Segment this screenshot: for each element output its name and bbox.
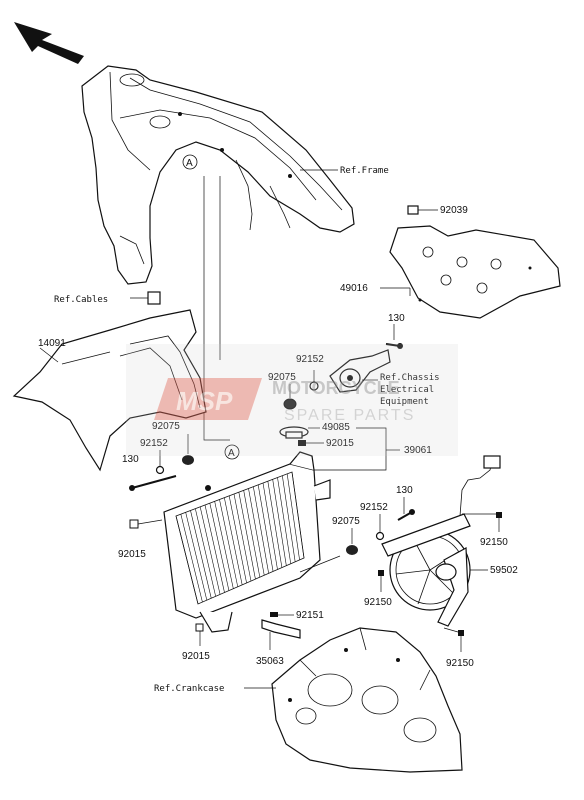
watermark-brand-line2: SPARE PARTS [284, 407, 415, 424]
radiator-fin [209, 503, 230, 591]
ref-frame-label: Ref.Frame [340, 166, 389, 176]
marker-a-top-text: A [186, 158, 193, 169]
radiator-fin [195, 508, 216, 597]
radiator-fin [272, 479, 287, 566]
part-130-right-label: 130 [396, 485, 413, 496]
radiator-fin [286, 473, 300, 560]
grommet-92075-top [283, 384, 297, 410]
radiator-fin [253, 486, 269, 574]
radiator-fin [224, 497, 243, 585]
radiator-fin [262, 482, 278, 570]
radiator-fin [185, 512, 208, 601]
clip-92015-left [129, 519, 163, 529]
heat-shield-plate-49016 [389, 225, 561, 319]
bolt-130-left [129, 475, 177, 491]
ref-chassis-line3: Equipment [380, 397, 429, 407]
marker-a-link-line [203, 176, 230, 441]
marker-a-bottom-text: A [228, 448, 235, 459]
radiator-fin [248, 488, 265, 576]
washer-92152-left [155, 450, 165, 475]
frame-illustration [81, 65, 355, 285]
washer-92152-right [375, 514, 385, 541]
radiator-fin [238, 492, 256, 580]
part-92015-cap-label: 92015 [326, 438, 354, 449]
part-92152-top-label: 92152 [296, 354, 324, 365]
part-92015-bottom-label: 92015 [182, 651, 210, 662]
cable-clip [130, 291, 161, 305]
radiator-fin [175, 515, 199, 605]
ref-crankcase-label: Ref.Crankcase [154, 684, 224, 694]
grommet-92075-right [299, 528, 358, 573]
watermark-logo: MSP MOTORCYCLE SPARE PARTS [126, 344, 458, 456]
part-49085-label: 49085 [322, 422, 350, 433]
crankcase-illustration [271, 627, 463, 773]
part-39061-bracket [296, 427, 387, 471]
marker-a-top: A [182, 154, 198, 170]
cover-14091 [12, 309, 207, 472]
marker-a-bottom: A [224, 444, 240, 460]
part-92039-label: 92039 [440, 205, 468, 216]
part-92151-label: 92151 [296, 610, 324, 621]
clip-92015-bottom [195, 623, 204, 646]
radiator-fin [282, 475, 296, 562]
bolt-130-right [397, 497, 415, 521]
part-14091-label: 14091 [38, 338, 66, 349]
radiator-fin [228, 495, 247, 583]
part-92152-right-label: 92152 [360, 502, 388, 513]
radiator-fin [267, 481, 283, 568]
part-92150-c-label: 92150 [446, 658, 474, 669]
part-92150-b-label: 92150 [364, 597, 392, 608]
radiator-fin [233, 493, 252, 582]
radiator-fin [199, 506, 221, 595]
radiator-fin [277, 477, 292, 564]
bolt-92150-a [462, 512, 502, 532]
part-59502-label: 59502 [490, 565, 518, 576]
bolt-92150-c [443, 627, 464, 652]
clip-92039 [407, 205, 438, 215]
part-92075-right-label: 92075 [332, 516, 360, 527]
radiator-fin [204, 504, 225, 593]
part-92152-left-label: 92152 [140, 438, 168, 449]
radiator-fin [291, 471, 305, 559]
radiator-cap-49085 [279, 426, 320, 439]
chassis-bracket [329, 349, 391, 393]
washer-92152-top [309, 370, 319, 391]
watermark-logo-text: MSP [176, 386, 233, 416]
fan-59502 [381, 455, 501, 627]
ref-chassis-line2: Electrical [380, 385, 434, 395]
part-92150-a-label: 92150 [480, 537, 508, 548]
part-49016-label: 49016 [340, 283, 368, 294]
part-130-top-label: 130 [388, 313, 405, 324]
clip-92015-cap [298, 440, 324, 446]
radiator-fin [243, 490, 261, 578]
part-92075-left-label: 92075 [152, 421, 180, 432]
direction-arrow-icon [14, 22, 84, 64]
radiator-fin [219, 499, 239, 587]
part-14091-leader [39, 347, 59, 363]
ref-cables-label: Ref.Cables [54, 295, 108, 305]
bracket-35063 [261, 619, 301, 650]
grommet-92075-left [182, 434, 194, 465]
part-39061-label: 39061 [404, 445, 432, 456]
radiator-fin [190, 510, 212, 599]
bolt-92150-b [378, 570, 384, 592]
radiator-39061 [163, 451, 331, 633]
part-92075-top-label: 92075 [268, 372, 296, 383]
ref-chassis-line1: Ref.Chassis [380, 373, 440, 383]
radiator-fin [214, 501, 234, 589]
part-130-left-label: 130 [122, 454, 139, 465]
bolt-130-top [385, 324, 403, 349]
part-35063-label: 35063 [256, 656, 284, 667]
watermark-brand-line1: MOTORCYCLE [272, 378, 400, 398]
radiator-fin [180, 514, 203, 603]
part-92015-left-label: 92015 [118, 549, 146, 560]
bolt-92151 [270, 612, 294, 617]
radiator-fin [257, 484, 274, 572]
